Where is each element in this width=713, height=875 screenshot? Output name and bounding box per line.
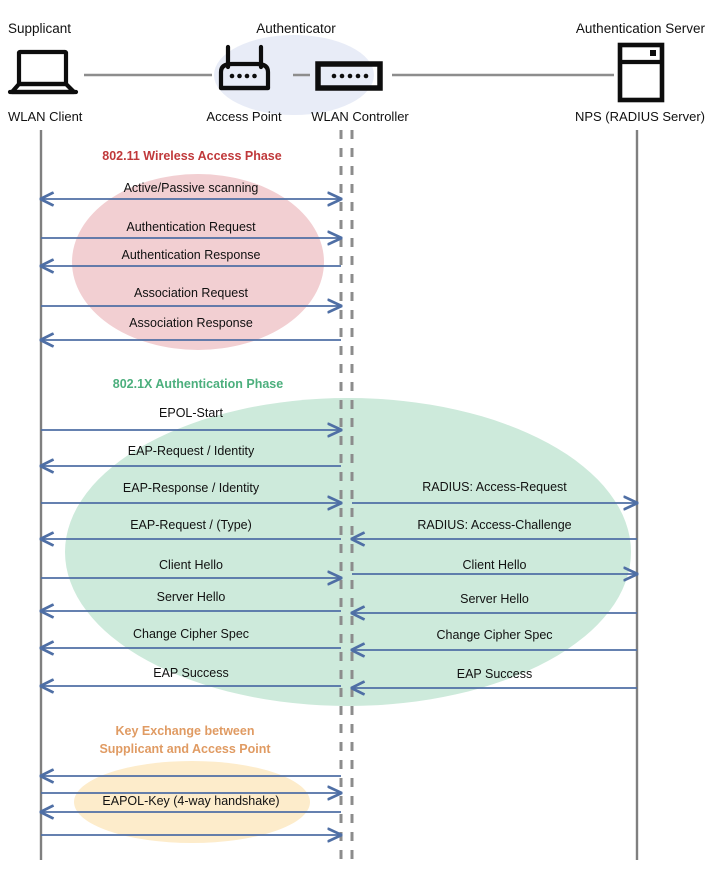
- wlan-controller-icon: [315, 61, 383, 91]
- message-label: EAP Success: [153, 666, 229, 680]
- message-label: Change Cipher Spec: [133, 627, 249, 641]
- laptop-icon: [7, 49, 79, 95]
- access-point-icon: [218, 44, 271, 91]
- message-label: Authentication Response: [122, 248, 261, 262]
- phase-ellipse-key-exchange: [74, 761, 310, 843]
- phase-label-dot1x-auth: 802.1X Authentication Phase: [113, 377, 283, 391]
- message-label: EAP-Request / (Type): [130, 518, 252, 532]
- node-label-wlan-client: WLAN Client: [8, 109, 83, 124]
- message-label: EPOL-Start: [159, 406, 223, 420]
- phase-label-key-exchange-line1: Key Exchange between: [116, 724, 255, 738]
- phase-label-key-exchange-line2: Supplicant and Access Point: [99, 742, 271, 756]
- role-title-authenticator: Authenticator: [256, 21, 336, 36]
- message-label: EAP Success: [457, 667, 533, 681]
- role-title-auth-server: Authentication Server: [576, 21, 706, 36]
- message-label: EAP-Request / Identity: [128, 444, 255, 458]
- role-title-supplicant: Supplicant: [8, 21, 71, 36]
- phase-ellipse-dot1x-auth: [65, 398, 631, 706]
- message-label: Client Hello: [159, 558, 223, 572]
- message-label: Change Cipher Spec: [436, 628, 552, 642]
- message-label: Association Request: [134, 286, 248, 300]
- message-label: RADIUS: Access-Challenge: [417, 518, 571, 532]
- message-label: Association Response: [129, 316, 253, 330]
- message-label: Client Hello: [463, 558, 527, 572]
- server-icon: [617, 42, 665, 103]
- message-label: Active/Passive scanning: [124, 181, 259, 195]
- message-label: Authentication Request: [126, 220, 256, 234]
- message-label: EAP-Response / Identity: [123, 481, 260, 495]
- node-label-access-point: Access Point: [206, 109, 282, 124]
- phase-label-wireless-access: 802.11 Wireless Access Phase: [102, 149, 281, 163]
- node-label-wlan-controller: WLAN Controller: [311, 109, 409, 124]
- message-label: RADIUS: Access-Request: [422, 480, 567, 494]
- message-label: Server Hello: [157, 590, 226, 604]
- message-label: Server Hello: [460, 592, 529, 606]
- message-label: EAPOL-Key (4-way handshake): [102, 794, 279, 808]
- node-label-nps-server: NPS (RADIUS Server): [575, 109, 705, 124]
